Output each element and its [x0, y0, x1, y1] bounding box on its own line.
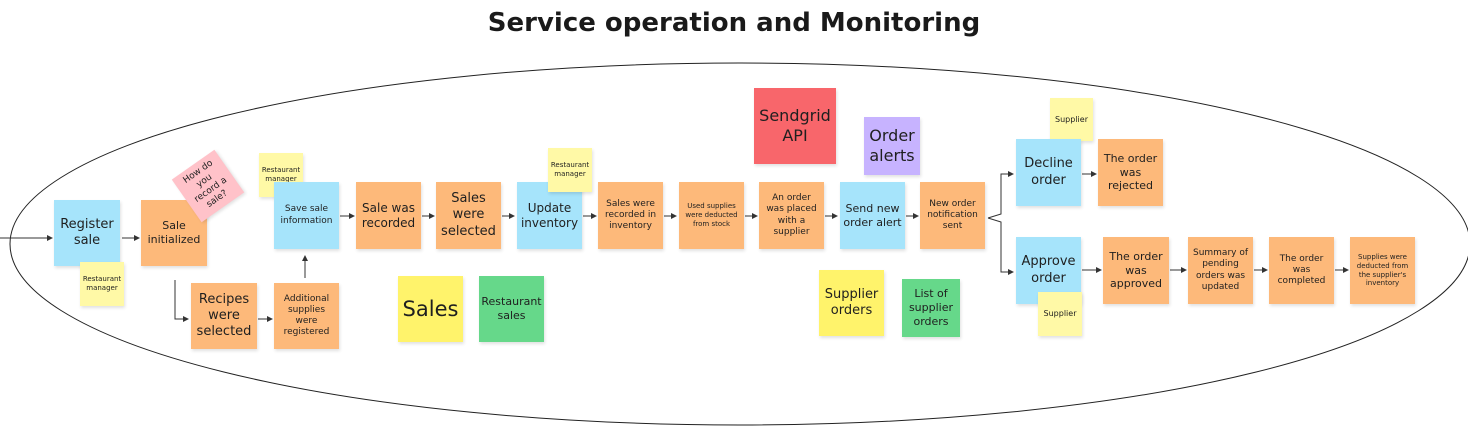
sticky-used-supplies-deducted[interactable]: Used supplies were deducted from stock — [679, 182, 744, 249]
sticky-order-was-rejected[interactable]: The order was rejected — [1098, 139, 1163, 206]
sticky-supplier-1[interactable]: Supplier — [1050, 98, 1093, 141]
sticky-sales[interactable]: Sales — [398, 276, 463, 342]
sticky-sale-was-recorded[interactable]: Sale was recorded — [356, 182, 421, 249]
sticky-restaurant-manager-3[interactable]: Restaurant manager — [548, 148, 592, 192]
sticky-register-sale[interactable]: Register sale — [54, 200, 120, 266]
sticky-order-was-approved[interactable]: The order was approved — [1103, 237, 1169, 304]
arrow-notification-to-approve — [987, 217, 1014, 275]
sticky-summary-pending-orders-updated[interactable]: Summary of pending orders was updated — [1188, 237, 1253, 304]
sticky-list-of-supplier-orders[interactable]: List of supplier orders — [902, 279, 960, 337]
sticky-decline-order[interactable]: Decline order — [1016, 139, 1081, 206]
sticky-order-was-completed[interactable]: The order was completed — [1269, 237, 1334, 304]
sticky-sales-recorded-in-inventory[interactable]: Sales were recorded in inventory — [598, 182, 663, 249]
arrow-notification-to-decline — [987, 171, 1014, 219]
sticky-order-alerts[interactable]: Order alerts — [864, 117, 920, 175]
sticky-update-inventory[interactable]: Update inventory — [517, 182, 582, 249]
sticky-sendgrid-api[interactable]: Sendgrid API — [754, 88, 836, 164]
sticky-restaurant-manager-1[interactable]: Restaurant manager — [80, 262, 124, 306]
diagram-title: Service operation and Monitoring — [487, 8, 981, 38]
sticky-send-new-order-alert[interactable]: Send new order alert — [840, 182, 905, 249]
bounded-context-ellipse — [9, 62, 1468, 426]
arrow-initialized-to-recipes — [174, 280, 189, 322]
sticky-supplies-deducted-supplier-inventory[interactable]: Supplies were deducted from the supplier… — [1350, 237, 1415, 304]
sticky-additional-supplies-registered[interactable]: Additional supplies were registered — [274, 283, 339, 349]
sticky-order-placed-with-supplier[interactable]: An order was placed with a supplier — [759, 182, 824, 249]
sticky-restaurant-sales[interactable]: Restaurant sales — [479, 276, 544, 342]
sticky-sales-were-selected[interactable]: Sales were selected — [436, 182, 501, 249]
sticky-supplier-orders[interactable]: Supplier orders — [819, 270, 884, 336]
sticky-save-sale-information[interactable]: Save sale information — [274, 182, 339, 249]
sticky-supplier-2[interactable]: Supplier — [1038, 292, 1082, 336]
sticky-recipes-were-selected[interactable]: Recipes were selected — [191, 283, 257, 349]
sticky-new-order-notification-sent[interactable]: New order notification sent — [920, 182, 985, 249]
